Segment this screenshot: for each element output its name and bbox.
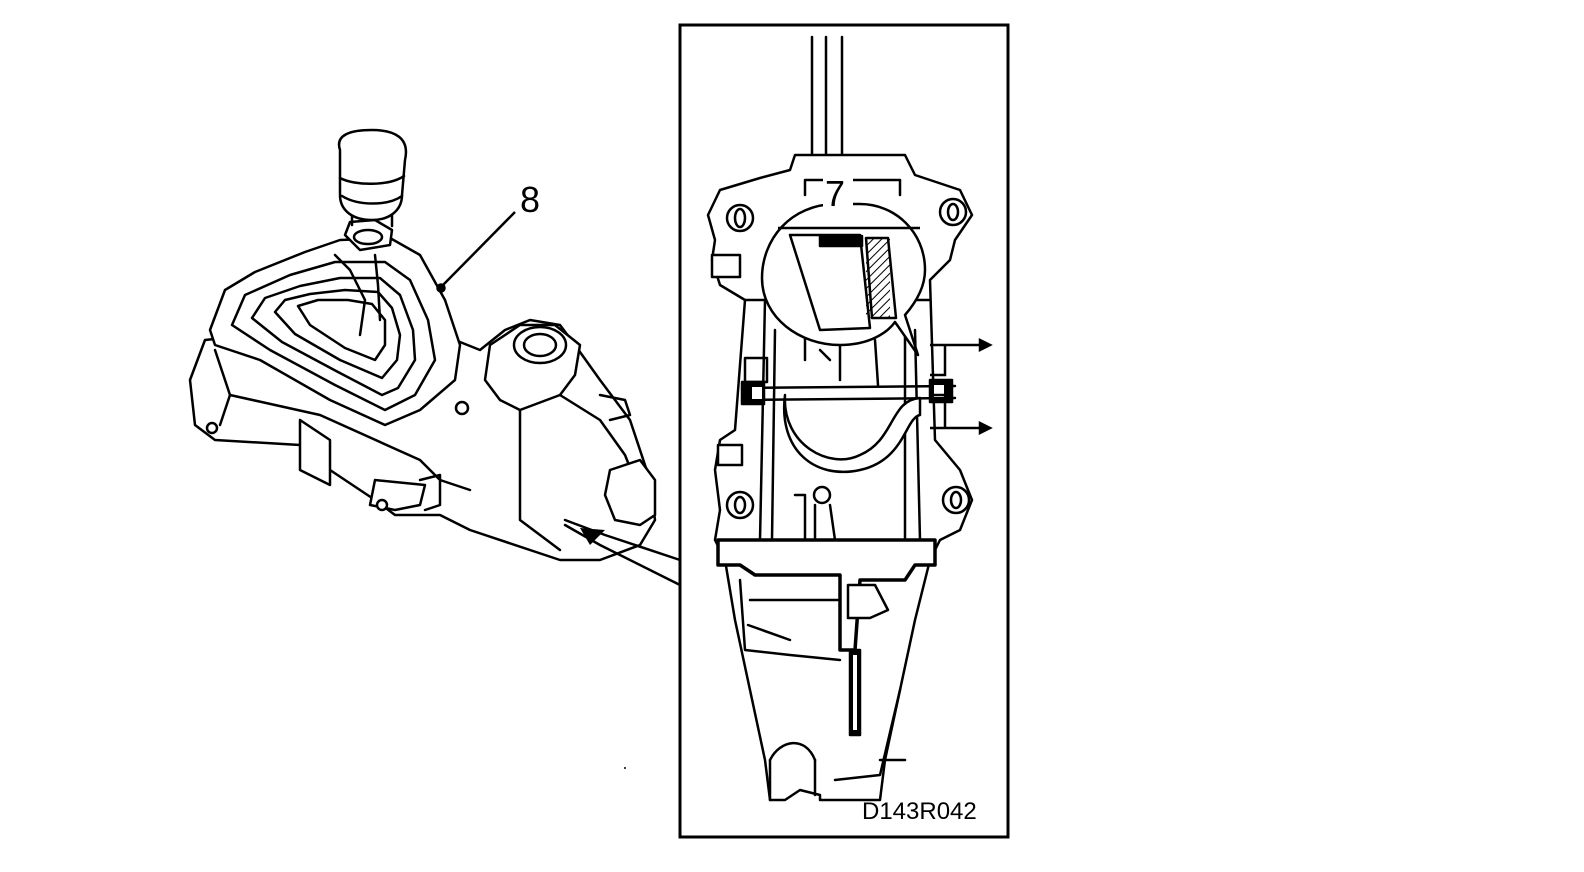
pivot-pin bbox=[812, 485, 832, 505]
detail-inset: 7 D143R042 bbox=[678, 23, 1010, 839]
movement-arrows bbox=[930, 337, 993, 436]
shift-knob bbox=[337, 128, 408, 222]
detail-pointer bbox=[563, 518, 682, 587]
gear-shifter-assembly bbox=[188, 128, 682, 587]
arrow-right-icon bbox=[978, 420, 993, 436]
part-7-magnifier bbox=[760, 202, 927, 357]
callout-7-label: 7 bbox=[825, 173, 845, 214]
callout-8-leader bbox=[436, 211, 516, 293]
stray-mark bbox=[624, 767, 626, 769]
arrow-right-icon bbox=[978, 337, 993, 353]
selector-cup bbox=[782, 393, 922, 474]
callout-8-label: 8 bbox=[520, 179, 540, 220]
figure-reference-code: D143R042 bbox=[862, 798, 977, 825]
gaiter-boot bbox=[208, 236, 462, 427]
